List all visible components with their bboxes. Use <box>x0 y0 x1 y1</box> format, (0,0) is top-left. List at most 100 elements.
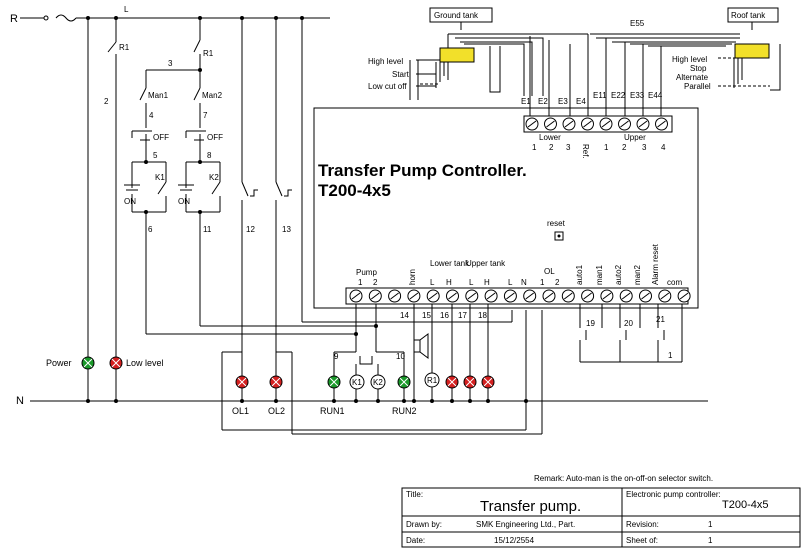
svg-text:OL: OL <box>544 267 555 276</box>
svg-text:8: 8 <box>207 151 212 160</box>
svg-text:E3: E3 <box>558 97 568 106</box>
controller-name: Transfer Pump Controller. <box>318 161 527 180</box>
svg-text:Title:: Title: <box>406 490 423 499</box>
power-rails: R L N <box>10 5 708 407</box>
svg-text:OL1: OL1 <box>232 406 249 416</box>
svg-text:1: 1 <box>532 143 537 152</box>
svg-text:Parallel: Parallel <box>684 82 711 91</box>
remark: Remark: Auto-man is the on-off-on select… <box>534 474 713 483</box>
svg-text:Revision:: Revision: <box>626 520 659 529</box>
ground-tank: Ground tank High level Start Low cut off <box>368 7 588 100</box>
svg-text:4: 4 <box>149 111 154 120</box>
svg-text:ON: ON <box>124 197 136 206</box>
svg-text:Stop: Stop <box>690 64 707 73</box>
svg-text:Start: Start <box>392 70 410 79</box>
svg-text:ON: ON <box>178 197 190 206</box>
low-level-lamp-label: Low level <box>126 358 164 368</box>
svg-text:Roof tank: Roof tank <box>731 11 766 20</box>
svg-text:auto1: auto1 <box>575 264 584 285</box>
svg-text:5: 5 <box>153 151 158 160</box>
svg-text:R1: R1 <box>203 49 214 58</box>
svg-text:Lower tank: Lower tank <box>430 259 470 268</box>
svg-text:L: L <box>430 278 435 287</box>
svg-text:E33: E33 <box>630 91 645 100</box>
rail-dots <box>332 399 490 403</box>
svg-text:15/12/2554: 15/12/2554 <box>494 536 535 545</box>
branch-power-lamp: Power <box>46 16 95 403</box>
svg-text:9: 9 <box>334 352 339 361</box>
svg-text:H: H <box>484 278 490 287</box>
svg-text:K1: K1 <box>352 378 362 387</box>
controller-model: T200-4x5 <box>318 181 391 200</box>
svg-text:Ground tank: Ground tank <box>434 11 479 20</box>
bottom-terminals: Pump 1 2 horn Lower tank L H Upper tank … <box>345 243 691 305</box>
bottom-screw-slot <box>351 292 361 300</box>
svg-text:K2: K2 <box>373 378 383 387</box>
svg-text:3: 3 <box>642 143 647 152</box>
svg-text:4: 4 <box>661 143 666 152</box>
bottom-screw-slot <box>409 292 419 300</box>
svg-text:man1: man1 <box>595 264 604 285</box>
svg-text:E22: E22 <box>611 91 626 100</box>
phase-rail-label: R <box>10 13 18 25</box>
svg-text:10: 10 <box>396 352 405 361</box>
svg-text:SMK Engineering Ltd., Part.: SMK Engineering Ltd., Part. <box>476 520 575 529</box>
top-screw-slot <box>601 120 611 128</box>
svg-text:3: 3 <box>566 143 571 152</box>
svg-text:RUN1: RUN1 <box>320 406 345 416</box>
svg-text:7: 7 <box>203 111 208 120</box>
svg-text:reset: reset <box>547 219 566 228</box>
svg-text:High level: High level <box>672 55 707 64</box>
line-label: L <box>124 5 129 14</box>
svg-text:Pump: Pump <box>356 268 377 277</box>
drawing-title: Transfer pump. <box>480 498 581 515</box>
svg-text:2: 2 <box>104 97 109 106</box>
svg-text:11: 11 <box>203 225 212 234</box>
svg-text:Man1: Man1 <box>148 91 169 100</box>
output-wiring: 9 10 K1 K2 R1 RUN1 RUN2 14 15 16 17 18 <box>320 304 683 416</box>
bottom-screw-slot <box>370 292 380 300</box>
svg-text:R1: R1 <box>427 376 438 385</box>
svg-text:2: 2 <box>622 143 627 152</box>
svg-text:Upper tank: Upper tank <box>466 259 506 268</box>
top-terminals: Lower 1 2 3 Ref. Upper 1 2 3 4 <box>523 115 673 159</box>
svg-text:Date:: Date: <box>406 536 425 545</box>
svg-text:com: com <box>667 278 682 287</box>
svg-text:17: 17 <box>458 311 467 320</box>
svg-text:E4: E4 <box>576 97 586 106</box>
reset-button[interactable] <box>554 231 564 241</box>
top-screw-slot <box>638 120 648 128</box>
svg-text:Alarm reset: Alarm reset <box>651 243 660 285</box>
svg-text:13: 13 <box>282 225 291 234</box>
svg-text:K1: K1 <box>155 173 165 182</box>
pump1-control: Man1 4 OFF 5 ON K1 6 <box>124 70 356 335</box>
svg-text:Electronic pump controller:: Electronic pump controller: <box>626 490 721 499</box>
electrode-leads: E1 E2 E3 E4 E11 E22 E33 E44 E55 <box>521 19 663 116</box>
bottom-screw-slot <box>448 292 457 300</box>
bottom-screw-slot <box>506 292 515 300</box>
svg-text:auto2: auto2 <box>614 264 623 285</box>
power-lamp-label: Power <box>46 358 72 368</box>
svg-text:E44: E44 <box>648 91 663 100</box>
svg-text:K2: K2 <box>209 173 219 182</box>
top-screw-slot <box>620 120 629 128</box>
svg-text:OL2: OL2 <box>268 406 285 416</box>
svg-text:N: N <box>521 278 527 287</box>
svg-text:18: 18 <box>478 311 487 320</box>
bottom-screw-slot <box>660 292 670 300</box>
svg-text:15: 15 <box>422 311 431 320</box>
svg-text:1: 1 <box>708 520 713 529</box>
svg-text:L: L <box>508 278 513 287</box>
svg-text:21: 21 <box>656 315 665 324</box>
svg-text:High level: High level <box>368 57 403 66</box>
svg-text:E11: E11 <box>593 91 607 100</box>
bottom-screw-slot <box>486 292 496 300</box>
bottom-screw-slot <box>621 292 631 300</box>
svg-text:16: 16 <box>440 311 449 320</box>
bottom-screw-slot <box>525 292 535 300</box>
controller: Transfer Pump Controller. T200-4x5 Lower… <box>313 107 699 309</box>
svg-text:E1: E1 <box>521 97 531 106</box>
svg-text:Ref.: Ref. <box>581 144 590 159</box>
top-screw-slot <box>657 120 666 128</box>
